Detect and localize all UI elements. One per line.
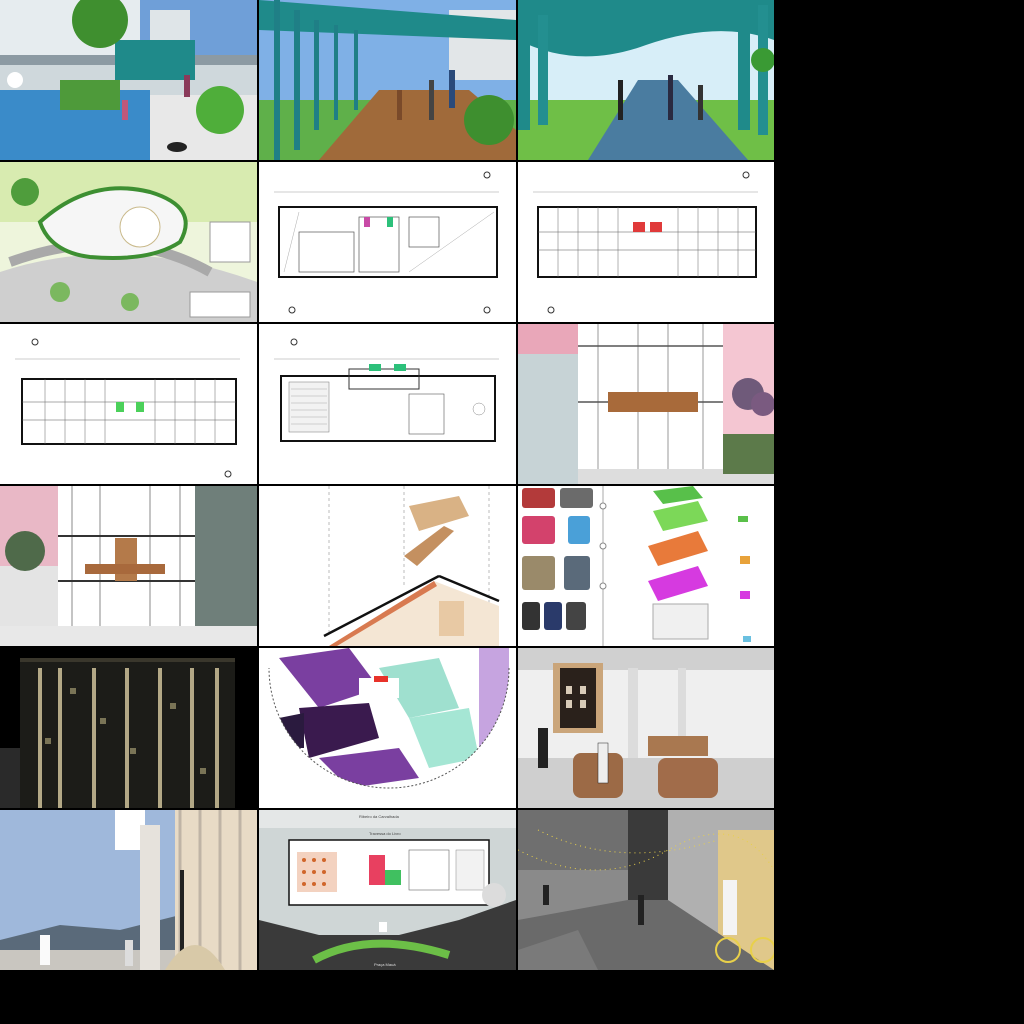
- render-teal-pergola-deck: [259, 0, 516, 160]
- site-landscape-plan: [0, 162, 257, 322]
- floor-plan-level-d: [259, 324, 516, 484]
- street-label-mid: Travessa do Livro: [369, 831, 401, 836]
- circular-neighborhood-map: [259, 648, 516, 808]
- ground-floor-site-plan: Ribeiro da Carvalhada Travessa do Livro …: [259, 810, 516, 970]
- floor-plan-level-a: [259, 162, 516, 322]
- alley-lights-render: [518, 810, 774, 970]
- cafe-interior-render: [518, 648, 774, 808]
- section-pink-sky: [518, 324, 774, 484]
- view-toward-bay: [0, 810, 257, 970]
- night-facade: [0, 648, 257, 808]
- render-plaza-pool: [0, 0, 257, 160]
- street-label-bottom: Praça Mauá: [374, 962, 396, 967]
- axonometric-stair: [259, 486, 516, 646]
- render-teal-canopy-walkway: [518, 0, 774, 160]
- floor-plan-level-b: [518, 162, 774, 322]
- section-atrium-stair: [0, 486, 257, 646]
- program-photos-diagram: [518, 486, 774, 646]
- street-label-top: Ribeiro da Carvalhada: [359, 814, 399, 819]
- presentation-board-grid: Ribeiro da Carvalhada Travessa do Livro …: [0, 0, 774, 972]
- floor-plan-level-c: [0, 324, 257, 484]
